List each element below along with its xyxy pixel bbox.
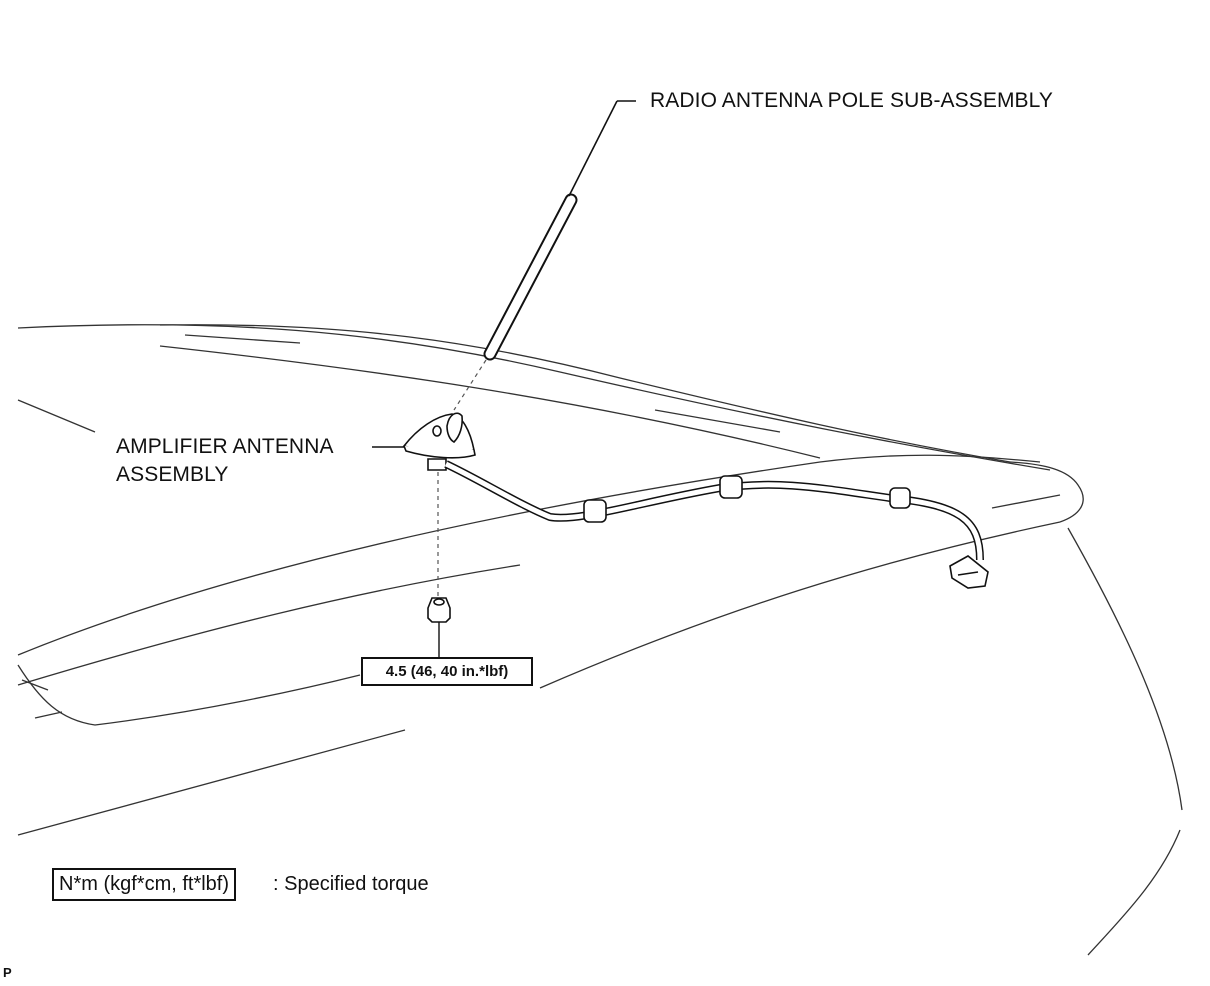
cable-connector bbox=[949, 555, 989, 589]
cable-clamps bbox=[583, 475, 911, 523]
label-radio-antenna-pole: RADIO ANTENNA POLE SUB-ASSEMBLY bbox=[650, 89, 1053, 112]
radio-antenna-pole bbox=[483, 100, 636, 361]
legend-unit-box: N*m (kgf*cm, ft*lbf) bbox=[52, 868, 237, 901]
amplifier-antenna-assembly bbox=[402, 412, 476, 471]
legend-description: : Specified torque bbox=[273, 873, 429, 895]
label-amplifier-line1: AMPLIFIER ANTENNA bbox=[116, 435, 334, 458]
torque-spec-box: 4.5 (46, 40 in.*lbf) bbox=[361, 657, 533, 686]
vehicle-body-outline bbox=[17, 324, 1183, 956]
corner-code: P bbox=[3, 965, 12, 980]
mounting-nut bbox=[427, 597, 451, 657]
label-amplifier-antenna: AMPLIFIER ANTENNA ASSEMBLY bbox=[116, 433, 334, 489]
alignment-dashed-lines bbox=[437, 359, 487, 600]
label-amplifier-line2: ASSEMBLY bbox=[116, 463, 229, 486]
